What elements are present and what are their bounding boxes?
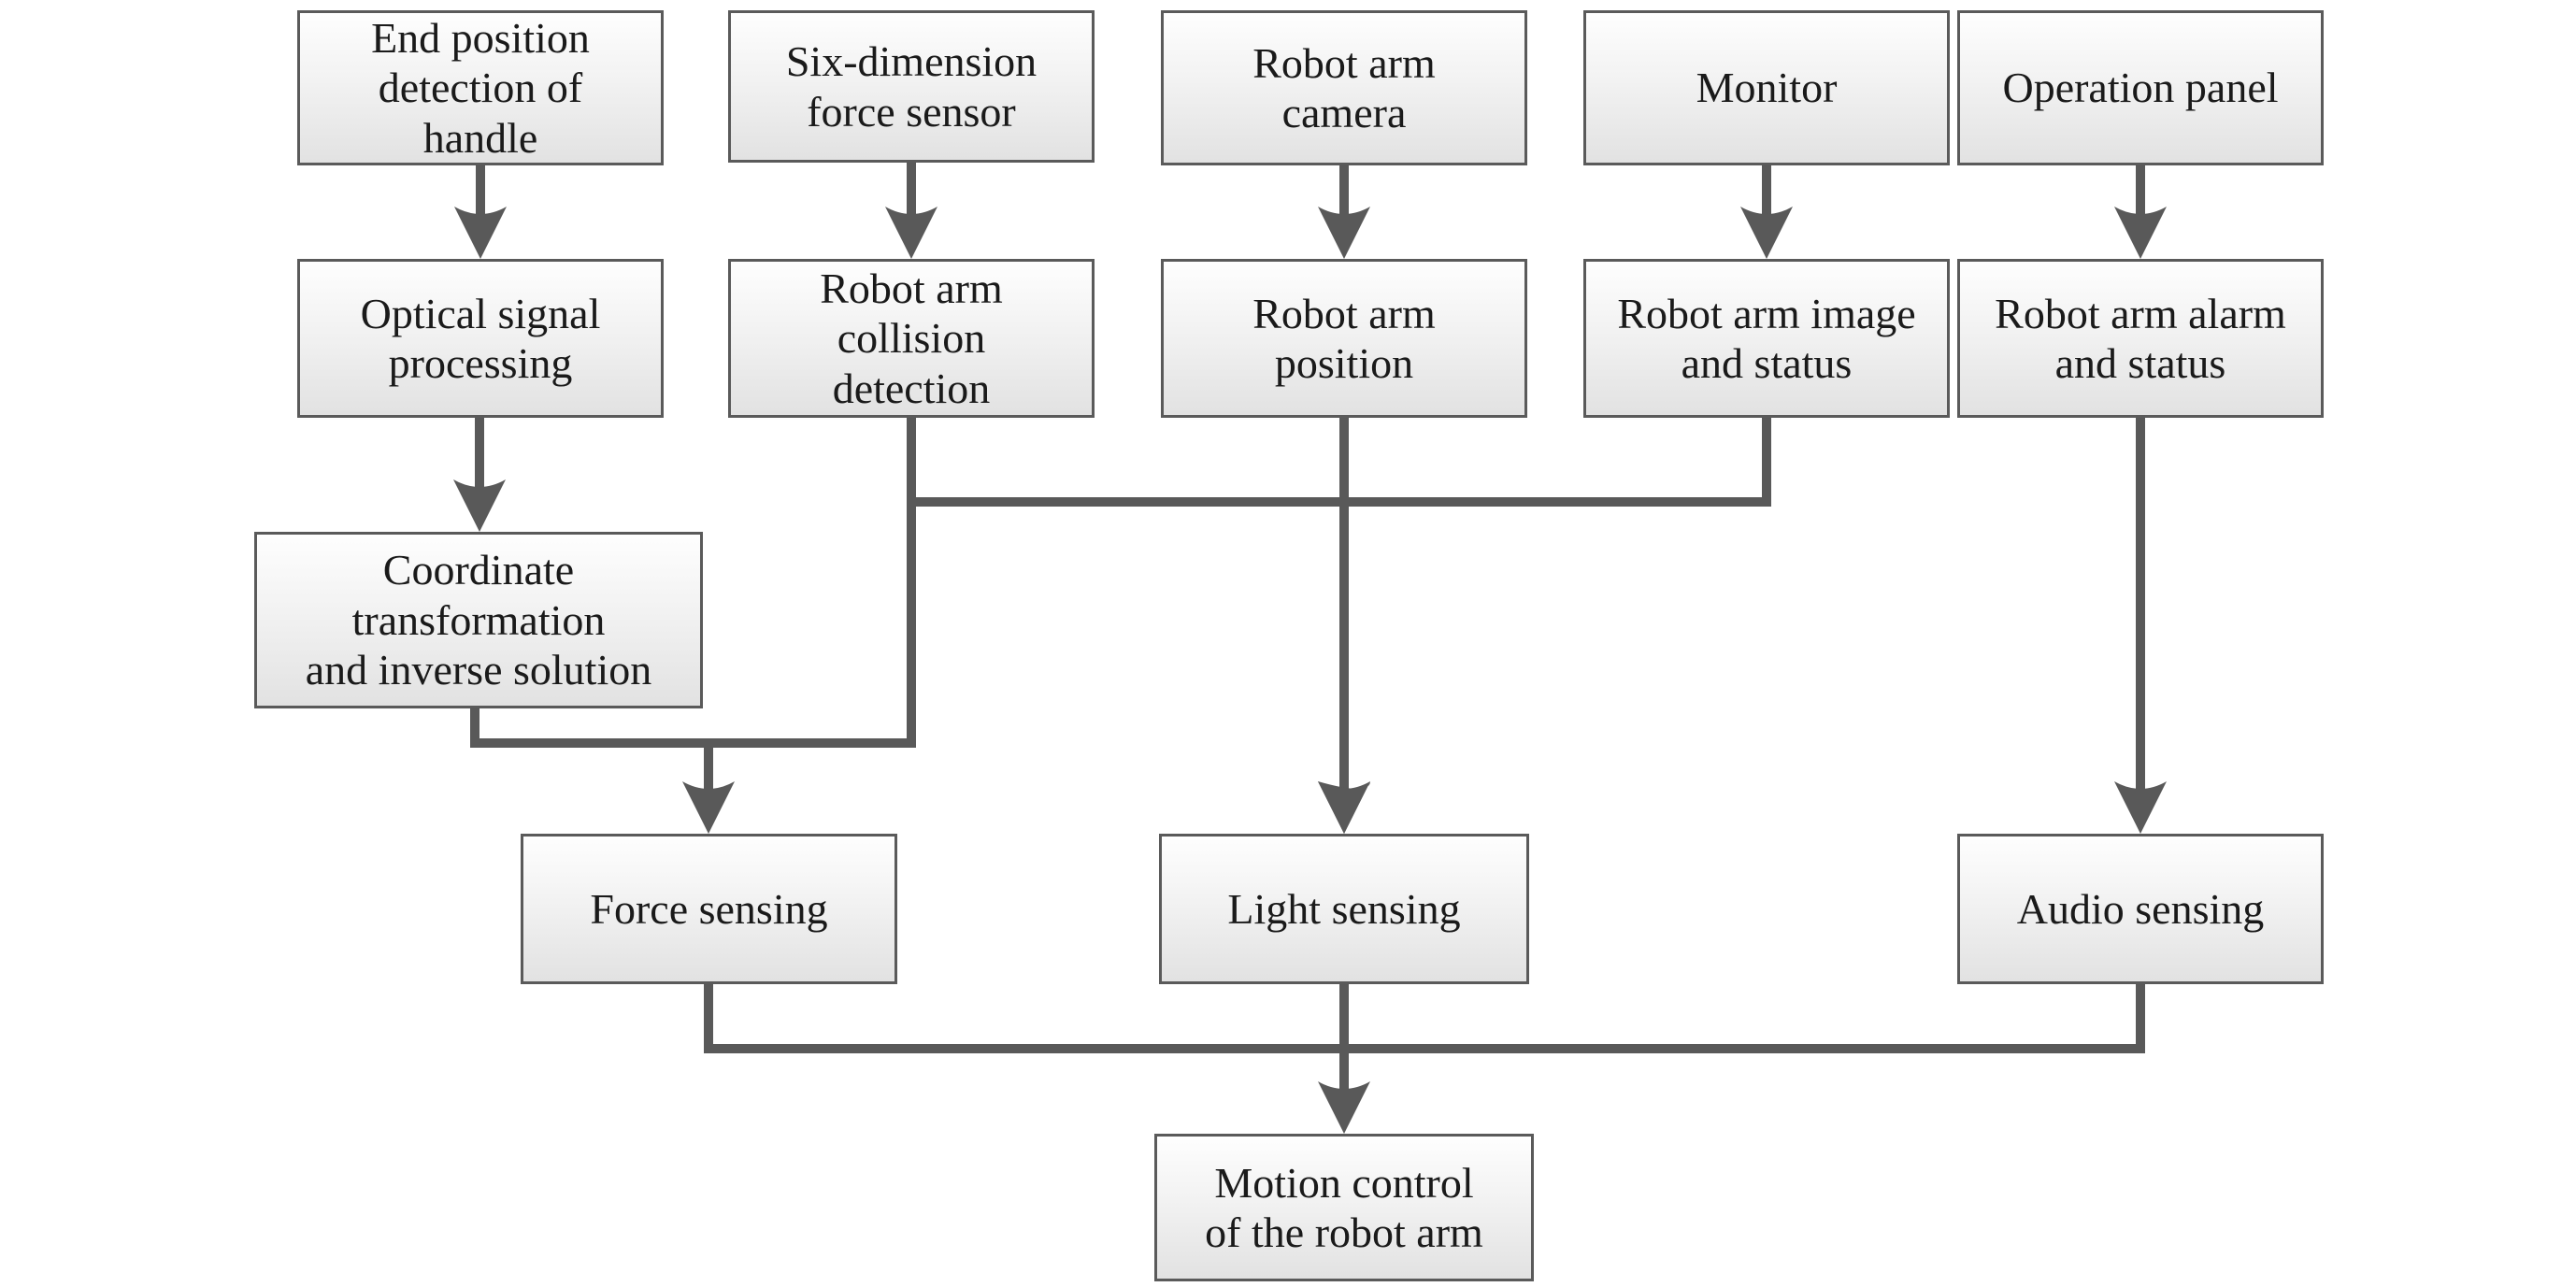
node-robot-arm-image-status: Robot arm image and status <box>1583 259 1950 418</box>
arrowhead-down-icon <box>682 781 735 834</box>
node-coordinate-transformation: Coordinate transformation and inverse so… <box>254 532 703 708</box>
arrow-monitor-to-image-status <box>1740 164 1793 259</box>
node-audio-sensing: Audio sensing <box>1957 834 2324 984</box>
arrow-alarm-status-to-audio-sensing <box>2114 416 2167 834</box>
node-operation-panel: Operation panel <box>1957 10 2324 165</box>
edge-bottom-merge <box>704 982 2145 1053</box>
arrow-position-to-light-sensing <box>1318 416 1370 834</box>
node-monitor: Monitor <box>1583 10 1950 165</box>
arrow-end-position-to-optical <box>454 164 507 259</box>
node-optical-signal-processing: Optical signal processing <box>297 259 664 418</box>
arrow-merge-to-force-sensing <box>682 743 735 834</box>
arrowhead-down-icon <box>1318 1081 1370 1134</box>
arrowhead-down-icon <box>454 207 507 259</box>
arrow-camera-to-position <box>1318 164 1370 259</box>
node-force-sensing: Force sensing <box>521 834 897 984</box>
edge-image-status-merge <box>911 418 1771 507</box>
node-end-position-detection: End position detection of handle <box>297 10 664 165</box>
node-robot-arm-position: Robot arm position <box>1161 259 1527 418</box>
edge-coordinate-collision-merge <box>470 418 916 748</box>
arrowhead-down-icon <box>1740 207 1793 259</box>
arrow-force-sensor-to-collision <box>885 161 937 259</box>
arrowhead-down-icon <box>1318 207 1370 259</box>
arrowhead-down-icon <box>2114 207 2167 259</box>
arrowhead-down-icon <box>453 479 506 532</box>
arrowhead-down-icon <box>2114 781 2167 834</box>
arrow-optical-to-coordinate <box>453 416 506 532</box>
node-light-sensing: Light sensing <box>1159 834 1529 984</box>
node-motion-control: Motion control of the robot arm <box>1154 1134 1534 1281</box>
node-collision-detection: Robot arm collision detection <box>728 259 1095 418</box>
node-robot-arm-camera: Robot arm camera <box>1161 10 1527 165</box>
node-robot-arm-alarm-status: Robot arm alarm and status <box>1957 259 2324 418</box>
arrowhead-down-icon <box>885 207 937 259</box>
node-six-dimension-force-sensor: Six-dimension force sensor <box>728 10 1095 163</box>
arrow-light-sensing-to-motion-control <box>1318 982 1370 1134</box>
arrow-operation-panel-to-alarm-status <box>2114 164 2167 259</box>
